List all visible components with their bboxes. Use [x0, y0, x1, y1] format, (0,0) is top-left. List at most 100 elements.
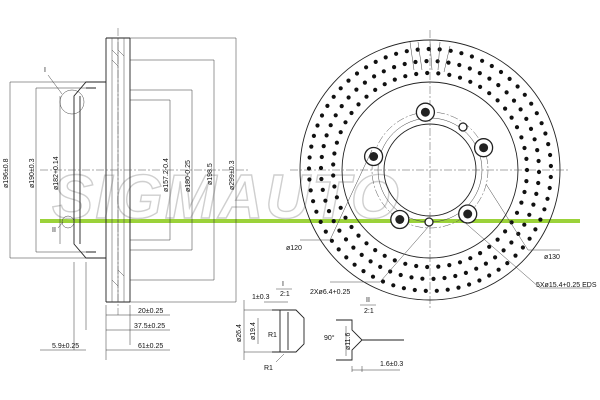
drilled-hole [346, 95, 351, 100]
drilled-hole [503, 106, 508, 111]
drilled-hole [534, 191, 539, 196]
drilled-hole [394, 51, 399, 56]
drilled-hole [425, 264, 430, 270]
drilled-hole [503, 229, 508, 234]
drilled-hole [344, 255, 349, 260]
drilled-hole [373, 248, 378, 253]
drilled-hole [520, 245, 526, 250]
drilled-hole [423, 288, 428, 293]
drilled-hole [326, 209, 332, 214]
drilled-hole [501, 248, 506, 253]
drilled-hole [528, 126, 534, 131]
drilled-hole [543, 131, 548, 136]
drilled-hole [519, 200, 524, 205]
drilled-hole [533, 227, 538, 232]
drilled-hole [483, 261, 488, 266]
section-mark-II: II [52, 227, 56, 234]
drilled-hole [477, 278, 482, 283]
drilled-hole [319, 176, 324, 182]
drilled-hole [487, 91, 492, 96]
drilled-hole [467, 66, 472, 71]
drilled-hole [467, 282, 472, 287]
drilled-hole [319, 154, 324, 160]
drilled-hole [361, 269, 366, 274]
drilled-hole [420, 276, 425, 281]
drilled-hole [352, 262, 357, 267]
drilled-hole [314, 209, 319, 214]
drilled-hole [468, 79, 473, 84]
detail-II: II 2:1 90° ø11.6 1.6±0.3 [324, 297, 404, 372]
drilled-hole [392, 65, 397, 70]
drilled-hole [487, 273, 492, 278]
drilled-hole [403, 74, 408, 79]
drilled-hole [514, 125, 520, 130]
drilled-hole [478, 84, 483, 89]
drilled-hole [463, 270, 468, 275]
drilled-hole [536, 180, 541, 186]
dim-dia-157: ø157.2-0.4 [163, 158, 170, 192]
drilled-hole [469, 54, 474, 59]
label-bore: ø130 [544, 254, 560, 261]
drilled-hole [425, 70, 430, 76]
drilled-hole [331, 173, 336, 178]
drilled-hole [308, 188, 313, 193]
drilled-hole [388, 269, 393, 274]
drilled-hole [505, 261, 510, 266]
drilled-hole [434, 288, 439, 293]
dim-dia-180: ø180-0.25 [185, 160, 192, 192]
drilled-hole [446, 60, 451, 65]
drilled-hole [403, 261, 408, 266]
dim-20: 20±0.25 [138, 308, 163, 315]
drilled-hole [545, 196, 550, 201]
drilled-hole [457, 62, 462, 68]
dim-dia-190: ø190±0.3 [29, 158, 36, 188]
drilled-hole [524, 179, 529, 184]
drilled-hole [524, 116, 529, 121]
dim-37-5: 37.5±0.25 [134, 323, 165, 330]
drilled-hole [495, 98, 500, 103]
drilled-hole [373, 59, 378, 64]
drilled-hole [309, 144, 314, 149]
drilled-hole [364, 65, 369, 70]
drilled-hole [457, 260, 463, 265]
threaded-hole [458, 122, 468, 132]
drilled-hole [315, 123, 320, 128]
drilled-hole [354, 71, 360, 76]
drilled-hole [542, 207, 547, 212]
drilled-hole [373, 87, 378, 92]
drilled-hole [359, 252, 364, 257]
drilled-hole [495, 237, 500, 242]
drilled-hole [328, 123, 333, 128]
drilled-hole [337, 228, 342, 233]
drilled-hole [515, 84, 520, 89]
lug-holes [363, 102, 494, 230]
drilled-hole [336, 247, 341, 252]
drilled-hole [507, 76, 512, 81]
drilled-hole [487, 76, 492, 81]
drilled-hole [351, 245, 356, 250]
drilled-hole [496, 83, 501, 88]
drilled-hole [509, 240, 514, 245]
drilled-hole [487, 244, 492, 249]
detail-I-r-bottom: R1 [264, 365, 273, 372]
drilled-hole [324, 133, 329, 138]
drilled-hole [409, 275, 414, 280]
section-mark-I: I [44, 67, 46, 74]
drilled-hole [457, 75, 463, 80]
detail-I-scale: 2:1 [280, 291, 290, 298]
drilled-hole [424, 59, 429, 64]
drilled-hole [527, 236, 532, 241]
drilled-hole [445, 287, 450, 292]
drilled-hole [368, 259, 373, 264]
drilled-hole [529, 101, 534, 106]
drilled-hole [391, 283, 396, 288]
drilled-hole [349, 224, 354, 230]
label-thread: 2Xø6.4+0.25 [310, 289, 350, 296]
drilled-hole [331, 94, 336, 99]
drilled-hole [318, 165, 324, 171]
drilled-hole [334, 140, 339, 145]
drilled-hole [536, 158, 541, 164]
drilled-hole [338, 205, 343, 210]
drilled-hole [354, 87, 359, 92]
drilled-hole [329, 238, 334, 243]
